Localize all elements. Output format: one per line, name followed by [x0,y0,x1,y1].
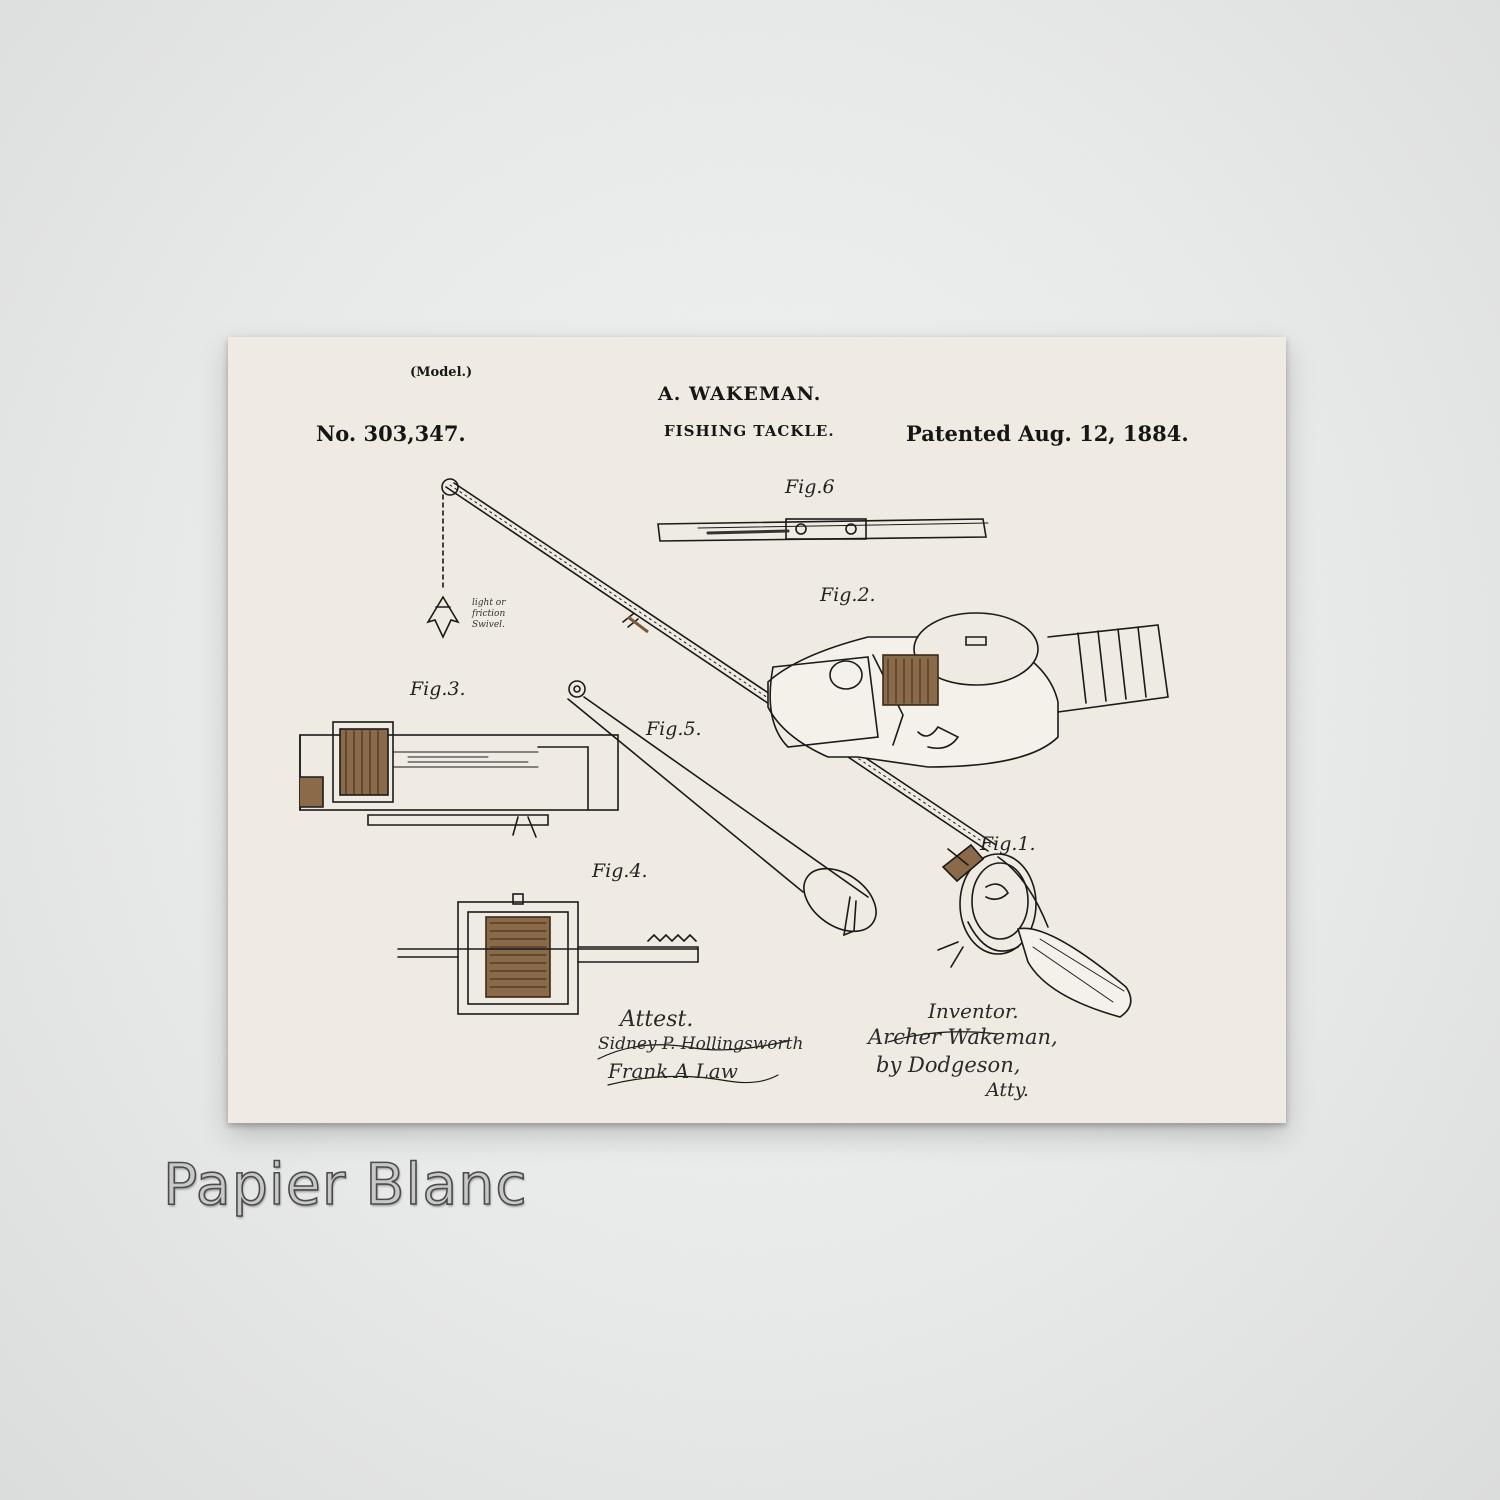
witness-2-signature: Frank A Law [608,1059,738,1083]
paper-type-caption: Papier Blanc [162,1151,528,1219]
fig5-drawing [567,680,877,937]
fig6-drawing [657,518,989,542]
inventor-name: A. WAKEMAN. [658,383,822,405]
patent-print: (Model.) A. WAKEMAN. No. 303,347. FISHIN… [228,337,1286,1123]
patent-drawing [299,478,1169,1086]
swivel-annotation: light or friction Swivel. [472,598,506,630]
patent-date: Patented Aug. 12, 1884. [906,421,1189,446]
witness-1-signature: Sidney P. Hollingsworth [598,1034,804,1054]
fig2-label: Fig.2. [820,584,876,606]
inventor-signature: Archer Wakeman, [868,1025,1058,1049]
fig4-drawing [397,893,699,1015]
attorney-abbr: Atty. [986,1079,1029,1101]
fig6-label: Fig.6 [785,476,835,498]
fig5-label: Fig.5. [646,718,702,740]
inventor-label: Inventor. [928,999,1019,1023]
fig3-label: Fig.3. [410,678,466,700]
patent-title: FISHING TACKLE. [664,422,835,440]
patent-number: No. 303,347. [316,421,466,446]
model-label: (Model.) [410,365,473,380]
attorney-signature: by Dodgeson, [876,1053,1021,1077]
attest-label: Attest. [620,1007,694,1032]
fig1-rod-drawing [426,478,1132,1018]
fig1-label: Fig.1. [980,833,1036,855]
fig3-drawing [299,721,619,838]
fig2-drawing [767,612,1169,768]
fig4-label: Fig.4. [592,860,648,882]
